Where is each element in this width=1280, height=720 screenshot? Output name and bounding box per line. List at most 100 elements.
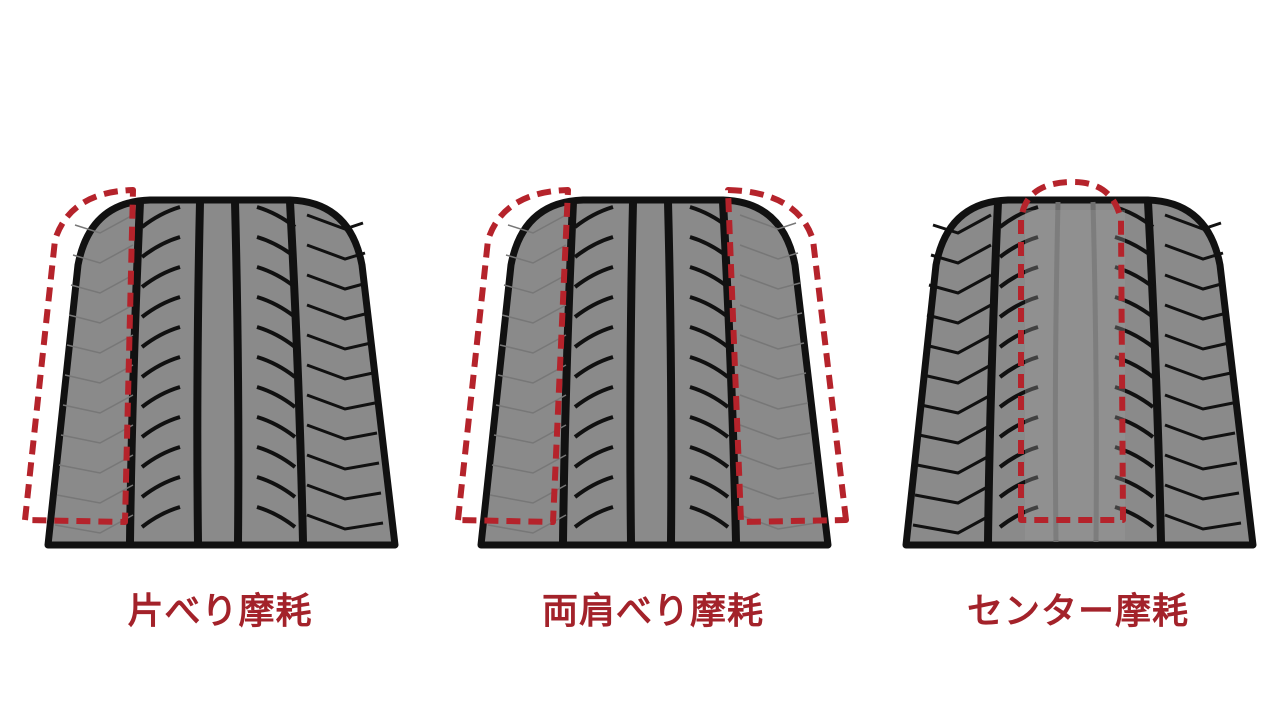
rib-sipe — [256, 205, 297, 229]
shoulder-sipe — [1164, 453, 1238, 471]
label-one-side-wear: 片べり摩耗 — [127, 591, 313, 632]
rib-sipe — [573, 205, 614, 229]
tread-groove — [126, 201, 144, 543]
rib-sipe — [140, 295, 181, 319]
shoulder-sipe — [56, 484, 134, 504]
rib-sipe — [998, 205, 1039, 229]
label-both-shoulder-wear: 両肩べり摩耗 — [541, 591, 764, 632]
shoulder-sipe — [1164, 513, 1242, 531]
rib-sipe — [140, 445, 181, 469]
shoulder-sipe — [497, 364, 567, 384]
rib-sipe — [256, 355, 297, 379]
shoulder-sipe — [74, 214, 134, 234]
shoulder-sipe — [1164, 273, 1226, 291]
tread-groove — [626, 201, 637, 543]
tire-body — [44, 196, 399, 549]
rib-sipe — [689, 415, 730, 439]
shoulder-sipe — [924, 333, 992, 355]
shoulder-sipe — [739, 274, 801, 290]
rib-sipe — [140, 205, 181, 229]
rib-sipe — [573, 475, 614, 499]
rib-sipe — [256, 445, 297, 469]
wear-area-marker — [22, 187, 136, 525]
tread-groove — [193, 201, 204, 543]
rib-sipe — [256, 475, 297, 499]
rib-sipe — [1114, 325, 1155, 349]
shoulder-sipe — [739, 304, 803, 320]
shoulder-sipe — [1164, 243, 1224, 261]
tire-body — [477, 196, 832, 549]
shoulder-sipe — [739, 334, 805, 350]
rib-sipe — [689, 325, 730, 349]
shoulder-sipe — [739, 454, 813, 470]
rib-sipe — [573, 325, 614, 349]
rib-sipe — [573, 505, 614, 529]
rib-sipe — [140, 415, 181, 439]
shoulder-sipe — [306, 453, 380, 471]
rib-sipe — [573, 265, 614, 289]
wear-area-marker — [725, 187, 849, 525]
shoulder-sipe — [64, 364, 134, 384]
shoulder-sipe — [499, 334, 567, 354]
shoulder-sipe — [912, 513, 992, 535]
shoulder-sipe — [491, 454, 567, 474]
shoulder-sipe — [495, 394, 567, 414]
shoulder-sipe — [920, 393, 992, 415]
rib-sipe — [689, 445, 730, 469]
rib-sipe — [689, 295, 730, 319]
tread-groove — [286, 201, 307, 543]
shoulder-sipe — [507, 214, 567, 234]
rib-sipe — [573, 415, 614, 439]
shoulder-sipe — [922, 363, 992, 385]
rib-sipe — [256, 235, 297, 259]
shoulder-sipe — [501, 304, 567, 324]
shoulder-sipe — [306, 243, 366, 261]
tread-groove — [559, 201, 577, 543]
rib-sipe — [256, 385, 297, 409]
shoulder-sipe — [1164, 303, 1228, 321]
rib-sipe — [998, 445, 1039, 469]
tread-groove — [984, 201, 1002, 543]
shoulder-sipe — [739, 244, 799, 260]
rib-sipe — [256, 415, 297, 439]
rib-sipe — [573, 445, 614, 469]
shoulder-sipe — [739, 484, 815, 500]
wear-area-marker — [1018, 179, 1126, 523]
shoulder-sipe — [60, 424, 134, 444]
rib-sipe — [573, 235, 614, 259]
rib-sipe — [140, 265, 181, 289]
shoulder-sipe — [505, 244, 567, 264]
shoulder-sipe — [1164, 363, 1232, 381]
shoulder-sipe — [926, 303, 992, 325]
tread-groove — [664, 201, 676, 543]
rib-sipe — [140, 505, 181, 529]
wear-area-marker — [455, 187, 571, 525]
rib-sipe — [256, 505, 297, 529]
shoulder-sipe — [1164, 333, 1230, 351]
rib-sipe — [689, 355, 730, 379]
shoulder-sipe — [918, 423, 992, 445]
label-center-wear: センター摩耗 — [966, 591, 1189, 632]
shoulder-sipe — [503, 274, 567, 294]
rib-sipe — [256, 325, 297, 349]
rib-sipe — [140, 235, 181, 259]
shoulder-sipe — [739, 364, 807, 380]
shoulder-sipe — [932, 213, 992, 235]
shoulder-sipe — [70, 274, 134, 294]
shoulder-sipe — [1164, 483, 1240, 501]
rib-sipe — [689, 475, 730, 499]
shoulder-sipe — [306, 303, 370, 321]
tread-groove — [231, 201, 243, 543]
shoulder-sipe — [914, 483, 992, 505]
rib-sipe — [998, 385, 1039, 409]
tread-groove — [719, 201, 740, 543]
shoulder-sipe — [306, 393, 376, 411]
shoulder-sipe — [1164, 213, 1222, 231]
rib-sipe — [1114, 475, 1155, 499]
rib-sipe — [689, 385, 730, 409]
rib-sipe — [140, 325, 181, 349]
tread-groove — [1090, 201, 1099, 543]
shoulder-sipe — [306, 333, 372, 351]
rib-sipe — [1114, 295, 1155, 319]
